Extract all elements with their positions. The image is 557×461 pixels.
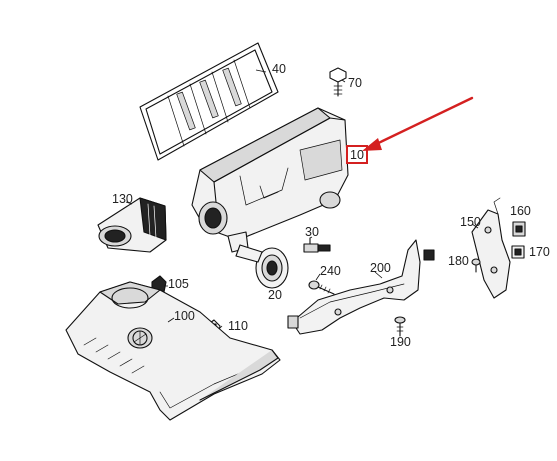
part-100-engine-cover[interactable] xyxy=(65,281,281,421)
callout-180[interactable]: 180 xyxy=(448,254,469,268)
part-160-clip[interactable] xyxy=(512,221,526,237)
part-150-bracket[interactable] xyxy=(471,197,511,299)
part-70-bolt[interactable] xyxy=(329,67,347,97)
part-30-sensor[interactable] xyxy=(303,237,331,253)
callout-100[interactable]: 100 xyxy=(174,309,195,323)
callout-105[interactable]: 105 xyxy=(168,277,189,291)
callout-40[interactable]: 40 xyxy=(272,62,286,76)
callout-160[interactable]: 160 xyxy=(510,204,531,218)
callout-200[interactable]: 200 xyxy=(370,261,391,275)
part-240-screw[interactable] xyxy=(308,280,335,295)
part-190-screw[interactable] xyxy=(394,316,406,337)
callout-20[interactable]: 20 xyxy=(268,288,282,302)
callout-110[interactable]: 110 xyxy=(228,319,248,333)
part-40-air-filter-element[interactable] xyxy=(139,42,279,161)
part-20-flange[interactable] xyxy=(235,244,289,289)
part-170-clip[interactable] xyxy=(511,245,525,259)
part-200-holder[interactable] xyxy=(287,239,435,335)
part-10-air-filter-housing[interactable] xyxy=(191,107,349,253)
callout-150[interactable]: 150 xyxy=(460,215,481,229)
leader-lines xyxy=(125,69,479,329)
callout-170[interactable]: 170 xyxy=(529,245,550,259)
red-arrow-icon xyxy=(362,96,474,151)
callout-30[interactable]: 30 xyxy=(305,225,319,239)
callout-190[interactable]: 190 xyxy=(390,335,411,349)
callout-70[interactable]: 70 xyxy=(348,76,362,90)
callout-10[interactable]: 10 xyxy=(350,148,364,162)
callout-130[interactable]: 130 xyxy=(112,192,133,206)
callout-240[interactable]: 240 xyxy=(320,264,341,278)
part-130-intake-duct[interactable] xyxy=(97,197,167,253)
highlight-box-part-10 xyxy=(346,145,368,164)
part-180-screw[interactable] xyxy=(471,258,481,273)
